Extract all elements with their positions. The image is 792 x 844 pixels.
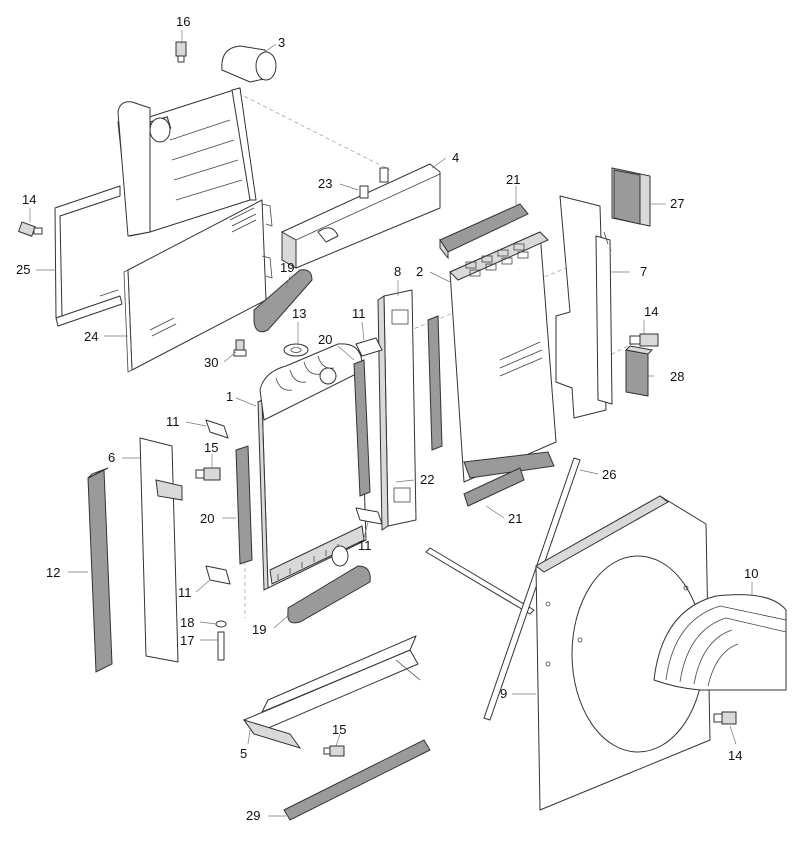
bolt-14-left xyxy=(17,221,43,237)
clip-11-d xyxy=(205,565,231,585)
strut-26 xyxy=(425,457,581,721)
callout-14-bottom: 14 xyxy=(728,748,742,763)
fan-guard-10 xyxy=(653,594,787,691)
strip-20-top xyxy=(353,359,371,497)
fan-shroud-9 xyxy=(535,495,711,811)
callout-18: 18 xyxy=(180,615,194,630)
bracket-25 xyxy=(54,185,123,327)
callout-3: 3 xyxy=(278,35,285,50)
callout-27: 27 xyxy=(670,196,684,211)
leader-lines xyxy=(29,30,753,817)
callout-28: 28 xyxy=(670,369,684,384)
side-plate-6 xyxy=(139,437,183,663)
callout-5: 5 xyxy=(240,746,247,761)
callout-2: 2 xyxy=(416,264,423,279)
callout-14-right: 14 xyxy=(644,304,658,319)
callout-23: 23 xyxy=(318,176,332,191)
callout-30: 30 xyxy=(204,355,218,370)
foam-strip-29 xyxy=(283,739,431,821)
callout-11-c: 11 xyxy=(358,538,372,553)
clip-11-b xyxy=(205,419,229,439)
gasket-13 xyxy=(283,343,309,357)
callout-15-bottom: 15 xyxy=(332,722,346,737)
bolt-16 xyxy=(175,41,187,63)
radiator-1 xyxy=(257,343,367,591)
top-bracket-4 xyxy=(281,163,441,269)
callout-19-top: 19 xyxy=(280,260,294,275)
callout-21-top: 21 xyxy=(506,172,520,187)
callout-10: 10 xyxy=(744,566,758,581)
bolt-14-bottom xyxy=(713,711,737,725)
callout-1: 1 xyxy=(226,389,233,404)
callout-14-left: 14 xyxy=(22,192,36,207)
hose-19-top xyxy=(253,269,313,333)
callout-15-left: 15 xyxy=(204,440,218,455)
callout-11-a: 11 xyxy=(352,306,366,321)
intercooler xyxy=(117,45,277,237)
foam-strip-22 xyxy=(463,451,555,479)
callout-26: 26 xyxy=(602,467,616,482)
callout-8: 8 xyxy=(394,264,401,279)
callout-7: 7 xyxy=(640,264,647,279)
callout-20-top: 20 xyxy=(318,332,332,347)
bolt-14-right xyxy=(629,333,659,347)
callout-16: 16 xyxy=(176,14,190,29)
pad-28 xyxy=(624,345,654,397)
frame-8 xyxy=(377,289,417,531)
bolt-15-left xyxy=(195,467,221,481)
clip-11-a xyxy=(355,337,383,357)
bottom-bracket-5 xyxy=(242,635,421,749)
callout-22: 22 xyxy=(420,472,434,487)
radiator-core-2 xyxy=(449,231,557,483)
callout-4: 4 xyxy=(452,150,459,165)
callout-17: 17 xyxy=(180,633,194,648)
callout-20-bottom: 20 xyxy=(200,511,214,526)
callout-12: 12 xyxy=(46,565,60,580)
strip-20-mid xyxy=(427,315,443,451)
callout-24: 24 xyxy=(84,329,98,344)
callout-19-bottom: 19 xyxy=(252,622,266,637)
strip-20-bottom xyxy=(235,445,253,565)
clip-11-c xyxy=(355,507,383,525)
callout-29: 29 xyxy=(246,808,260,823)
callout-6: 6 xyxy=(108,450,115,465)
side-panel-7 xyxy=(555,195,613,419)
bolt-15-bottom xyxy=(323,745,345,757)
callout-9: 9 xyxy=(500,686,507,701)
callout-21-bottom: 21 xyxy=(508,511,522,526)
hose-19-bottom xyxy=(287,565,371,624)
callout-13: 13 xyxy=(292,306,306,321)
pin-17 xyxy=(217,631,225,661)
cap-18 xyxy=(215,620,227,628)
bolt-30 xyxy=(233,339,247,357)
foam-strip-21-bottom xyxy=(463,467,525,507)
callout-11-d: 11 xyxy=(178,585,192,600)
callouts: 16 3 4 23 21 27 14 25 19 8 2 7 24 13 11 … xyxy=(16,14,758,823)
pad-27 xyxy=(611,167,651,227)
callout-25: 25 xyxy=(16,262,30,277)
callout-11-b: 11 xyxy=(166,414,180,429)
foam-strip-12 xyxy=(87,467,113,673)
foam-strip-21-top xyxy=(439,203,529,260)
